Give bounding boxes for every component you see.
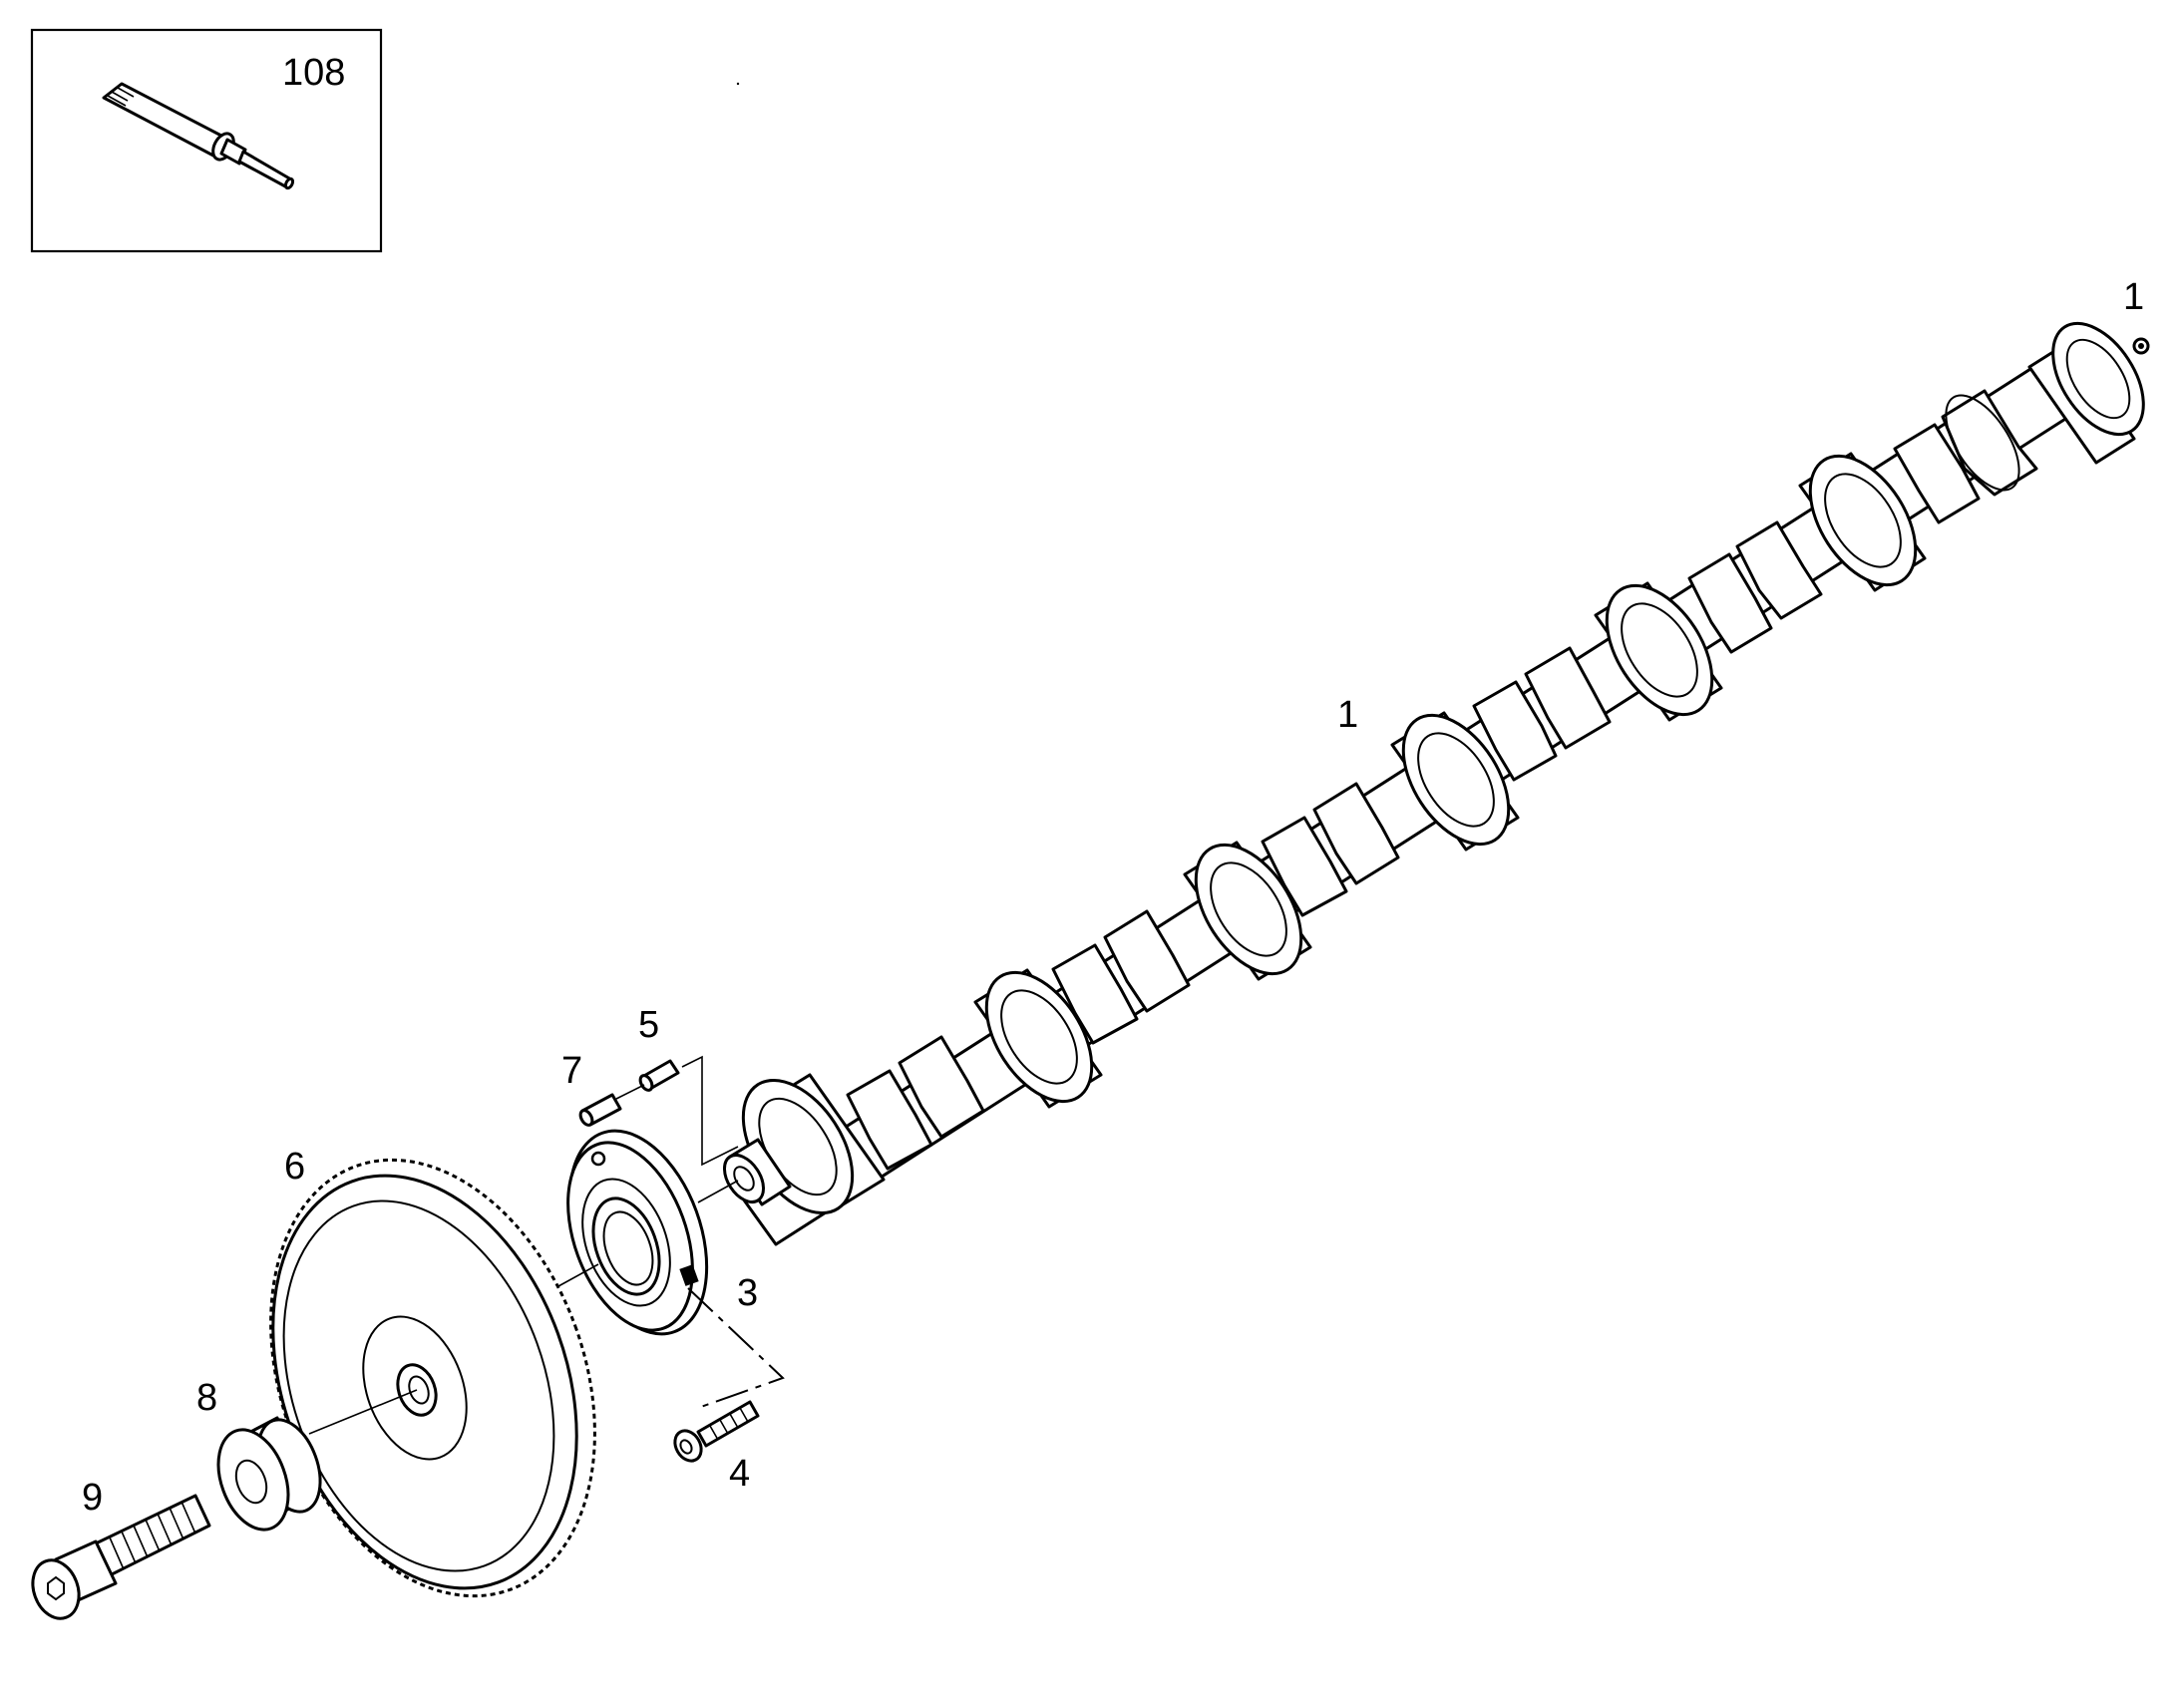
camshaft-front-journal (722, 1073, 886, 1215)
callout-4: 4 (729, 1453, 750, 1495)
gear-washer (216, 1416, 322, 1532)
camshaft-rear-journal (2027, 321, 2150, 465)
dowel-pin-5 (638, 1059, 680, 1092)
camshaft (722, 321, 2150, 1246)
dowel-pin-7 (578, 1093, 622, 1127)
callout-labels: 1 1 5 7 6 3 8 4 9 (82, 276, 2144, 1519)
callout-5: 5 (638, 1004, 659, 1046)
thrust-plate (566, 1129, 709, 1336)
callout-1-middle: 1 (1337, 694, 1358, 736)
inset-number-label: 108 (282, 52, 345, 94)
sealant-tube-icon (102, 82, 295, 190)
callout-3: 3 (737, 1272, 758, 1314)
assembly-lines (308, 1055, 785, 1435)
callout-7: 7 (561, 1050, 582, 1092)
gear-bolt (31, 1494, 211, 1620)
camshaft-lobes (846, 389, 2038, 1171)
callout-9: 9 (82, 1477, 103, 1519)
callout-6: 6 (284, 1146, 305, 1188)
callout-1-rear: 1 (2123, 276, 2144, 318)
callout-8: 8 (196, 1377, 217, 1419)
cam-gear (269, 1158, 596, 1598)
thrust-plate-screw (673, 1400, 760, 1463)
sealant-inset: 108 (30, 28, 740, 253)
